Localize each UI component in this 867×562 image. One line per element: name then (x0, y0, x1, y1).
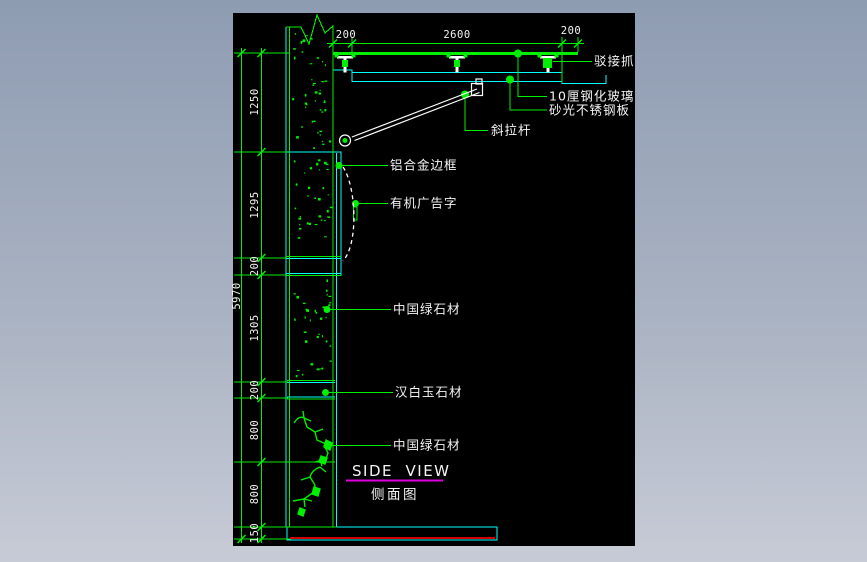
callout-dots (322, 49, 522, 450)
dim-seg-1305: 1305 (249, 314, 261, 342)
dim-seg-150: 150 (249, 522, 261, 544)
dim-seg-800b: 800 (249, 483, 261, 505)
base-plinth (286, 526, 498, 541)
view-title: SIDE VIEW (352, 462, 451, 480)
tie-rod (338, 78, 484, 147)
dim-top-left: 200 (335, 29, 357, 41)
dim-top-right: 200 (560, 25, 582, 37)
break-line (286, 13, 334, 46)
callout-acrylic-letters: 有机广告字 (390, 195, 458, 211)
view-title-cn: 侧面图 (371, 487, 419, 503)
callout-aluminum-frame: 铝合金边框 (390, 157, 458, 173)
callout-green-stone-lower: 中国绿石材 (393, 437, 461, 453)
dim-top-span: 2600 (443, 29, 471, 41)
dim-seg-200b: 200 (249, 379, 261, 401)
callout-green-stone-upper: 中国绿石材 (393, 301, 461, 317)
dim-overall-height: 5970 (231, 282, 243, 310)
callout-spider-fitting: 驳接抓 (594, 53, 635, 69)
curved-sign-face (342, 166, 355, 262)
callout-white-marble: 汉白玉石材 (395, 384, 463, 400)
dim-seg-1250: 1250 (249, 88, 261, 116)
dim-seg-1295: 1295 (249, 191, 261, 219)
callout-tempered-glass: 10厘钢化玻璃 (549, 88, 635, 104)
dimension-ticks (236, 38, 583, 544)
callout-leaders (329, 57, 592, 447)
dim-seg-200a: 200 (249, 255, 261, 277)
spider-fittings (334, 53, 559, 73)
drawing-viewport[interactable] (233, 13, 635, 546)
dim-seg-800a: 800 (249, 419, 261, 441)
callout-tie-rod: 斜拉杆 (491, 122, 532, 138)
callout-stainless-plate: 砂光不锈钢板 (549, 102, 631, 118)
concrete-speckle-texture (292, 33, 333, 378)
glass-canopy-panel (333, 52, 578, 55)
stone-vein-texture (292, 410, 333, 517)
wall-lines (286, 13, 341, 528)
